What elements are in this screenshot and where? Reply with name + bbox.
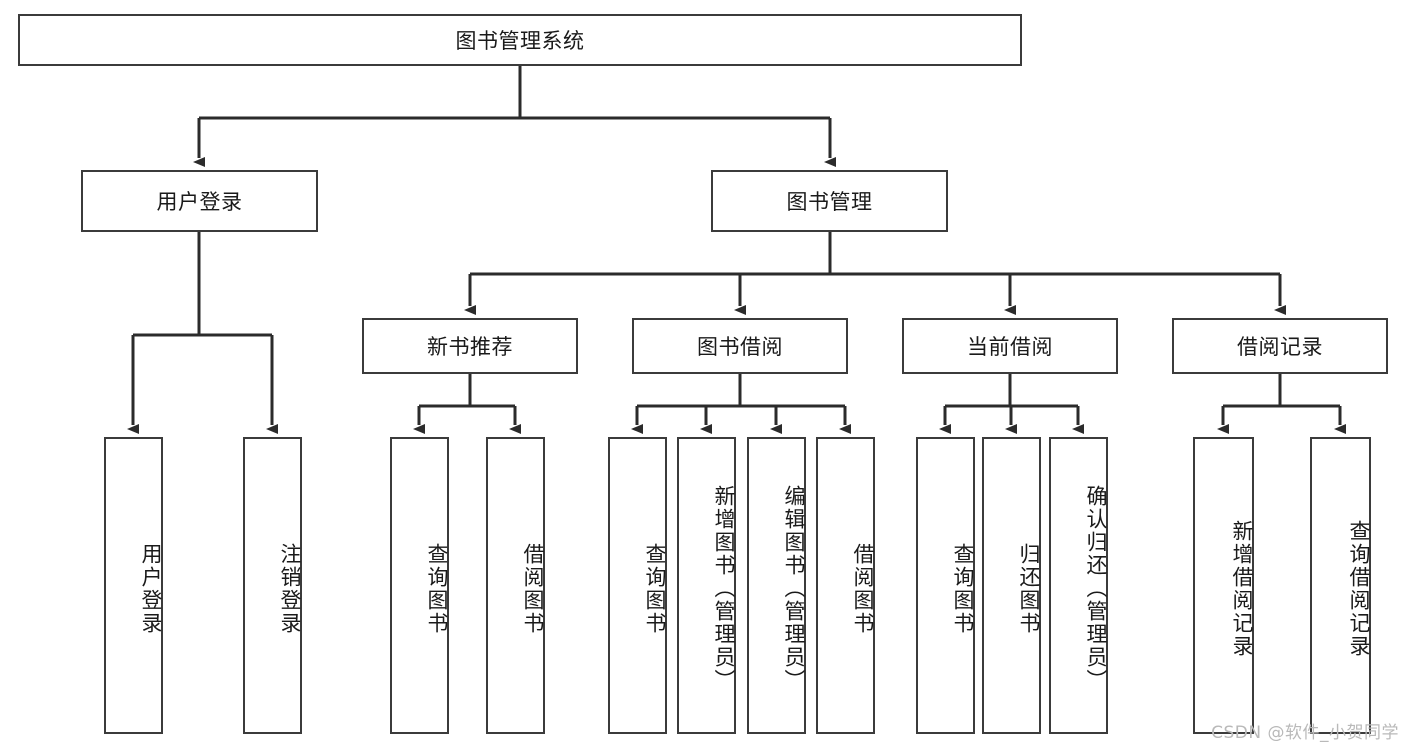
node-return-book-label: 归还图书 (1017, 542, 1041, 635)
node-root-label: 图书管理系统 (455, 29, 585, 53)
node-borrow-record[interactable]: 借阅记录 (1172, 318, 1388, 374)
node-add-book-label: 新增图书（管理员） (712, 485, 736, 692)
node-book-manage-label: 图书管理 (786, 190, 873, 214)
node-confirm-return[interactable]: 确认归还（管理员） (1049, 437, 1108, 734)
node-query-book-1-label: 查询图书 (425, 542, 449, 635)
node-user-login-leaf-label: 用户登录 (139, 542, 163, 635)
node-add-borrow-record[interactable]: 新增借阅记录 (1193, 437, 1254, 734)
node-edit-book[interactable]: 编辑图书（管理员） (747, 437, 806, 734)
node-query-borrow-record-label: 查询借阅记录 (1347, 519, 1371, 658)
node-book-borrow[interactable]: 图书借阅 (632, 318, 848, 374)
node-user-login-leaf[interactable]: 用户登录 (104, 437, 163, 734)
node-borrow-record-label: 借阅记录 (1237, 335, 1323, 359)
node-borrow-book-2[interactable]: 借阅图书 (816, 437, 875, 734)
node-user-logout-leaf-label: 注销登录 (278, 542, 302, 635)
node-user-logout-leaf[interactable]: 注销登录 (243, 437, 302, 734)
node-query-book-3-label: 查询图书 (951, 542, 975, 635)
node-current-borrow-label: 当前借阅 (967, 335, 1053, 359)
node-current-borrow[interactable]: 当前借阅 (902, 318, 1118, 374)
node-query-borrow-record[interactable]: 查询借阅记录 (1310, 437, 1371, 734)
node-query-book-1[interactable]: 查询图书 (390, 437, 449, 734)
node-borrow-book-1[interactable]: 借阅图书 (486, 437, 545, 734)
node-edit-book-label: 编辑图书（管理员） (782, 485, 806, 692)
node-root[interactable]: 图书管理系统 (18, 14, 1022, 66)
node-borrow-book-1-label: 借阅图书 (521, 542, 545, 635)
node-book-manage[interactable]: 图书管理 (711, 170, 948, 232)
node-new-book-recommend-label: 新书推荐 (427, 335, 513, 359)
node-borrow-book-2-label: 借阅图书 (851, 542, 875, 635)
csdn-watermark: CSDN @软件_小贺同学 (1211, 723, 1399, 743)
node-book-borrow-label: 图书借阅 (697, 335, 783, 359)
node-query-book-3[interactable]: 查询图书 (916, 437, 975, 734)
node-query-book-2-label: 查询图书 (643, 542, 667, 635)
node-user-login[interactable]: 用户登录 (81, 170, 318, 232)
node-return-book[interactable]: 归还图书 (982, 437, 1041, 734)
node-confirm-return-label: 确认归还（管理员） (1084, 485, 1108, 692)
node-query-book-2[interactable]: 查询图书 (608, 437, 667, 734)
node-new-book-recommend[interactable]: 新书推荐 (362, 318, 578, 374)
node-add-book[interactable]: 新增图书（管理员） (677, 437, 736, 734)
node-add-borrow-record-label: 新增借阅记录 (1230, 519, 1254, 658)
node-user-login-label: 用户登录 (156, 190, 243, 214)
